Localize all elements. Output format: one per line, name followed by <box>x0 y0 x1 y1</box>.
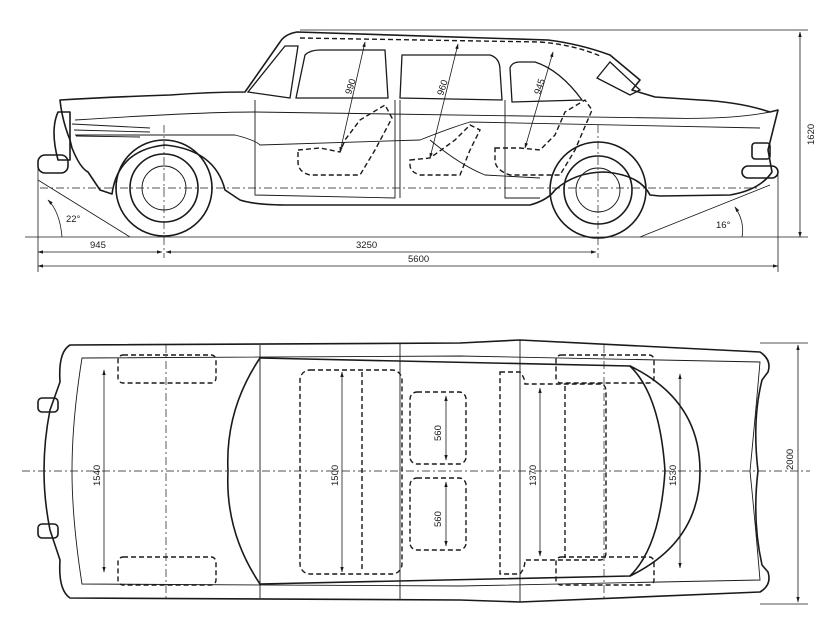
headroom-front-arrow <box>339 41 366 153</box>
front-seat-top <box>299 369 403 575</box>
belt-line <box>74 111 771 121</box>
headlight <box>53 111 71 161</box>
top-front-wheel-right <box>117 556 217 586</box>
front-overhang-label: 945 <box>90 240 106 251</box>
headroom-middle-label: 960 <box>435 78 450 96</box>
roof-contour <box>299 37 601 57</box>
jump-seat-lower-label: 560 <box>433 511 444 527</box>
rear-tail-lamp <box>751 142 771 160</box>
top-rear-wheel-left <box>555 354 655 384</box>
front-angle-line <box>37 179 131 238</box>
jump-seat-top-lower <box>409 477 467 551</box>
rear-track-label: 1530 <box>668 465 679 486</box>
front-seat-side <box>297 104 393 176</box>
rear-seat-side <box>494 99 593 176</box>
middle-window <box>399 54 503 101</box>
headroom-rear-arrow <box>524 51 554 149</box>
front-seat-width-label: 1500 <box>330 465 341 486</box>
front-door-window <box>295 49 389 99</box>
headroom-middle-arrow <box>429 43 459 159</box>
front-angle-label: 22° <box>66 214 81 225</box>
headroom-rear-label: 945 <box>532 77 547 95</box>
rear-angle-arc <box>734 206 744 238</box>
fin-stripes <box>71 123 151 138</box>
top-front-bumper-lower <box>37 523 59 539</box>
top-inner-outline <box>71 355 761 587</box>
wheelbase-label: 3250 <box>356 240 377 251</box>
front-track-label: 1540 <box>92 465 103 486</box>
jump-seat-side <box>409 124 481 176</box>
rear-window <box>595 61 642 96</box>
top-front-bumper-upper <box>37 397 59 413</box>
overall-width-label: 2000 <box>785 449 796 470</box>
top-view: 1540 1500 560 560 1370 1530 2000 <box>22 339 810 605</box>
front-angle-arc <box>47 199 63 238</box>
rear-seat-width-label: 1370 <box>528 465 539 486</box>
jump-seat-upper-label: 560 <box>433 425 444 441</box>
windshield <box>246 45 299 99</box>
top-body-outline <box>43 339 770 603</box>
top-windshield <box>226 357 261 585</box>
door-line-front <box>254 100 396 199</box>
top-roof <box>259 357 666 585</box>
rear-bumper <box>741 165 779 179</box>
overall-length-label: 5600 <box>408 254 429 265</box>
rear-angle-label: 16° <box>716 220 731 231</box>
rear-seat-top <box>499 371 607 575</box>
car-body-outline <box>59 31 779 206</box>
rear-angle-line <box>639 184 771 238</box>
door-line-middle <box>399 100 540 199</box>
top-rear-window <box>629 365 701 577</box>
jump-seat-top-upper <box>409 391 467 465</box>
side-view: 990 960 945 1620 22° 16° 945 3250 5600 <box>25 29 817 272</box>
overall-height-label: 1620 <box>806 124 817 145</box>
top-front-wheel-left <box>117 354 217 384</box>
front-bumper <box>37 154 69 174</box>
headroom-front-label: 990 <box>343 77 358 95</box>
